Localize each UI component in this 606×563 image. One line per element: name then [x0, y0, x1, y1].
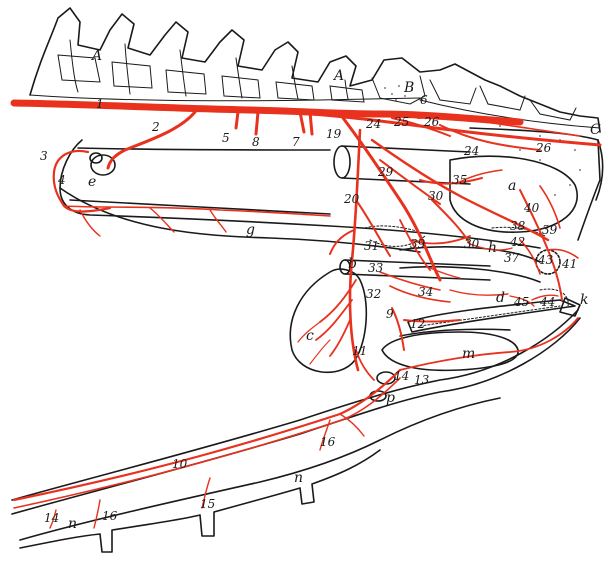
label-7: 7 [292, 135, 300, 149]
label-40: 40 [523, 201, 540, 215]
label-35: 35 [452, 173, 467, 187]
label-4: 4 [57, 173, 66, 187]
label-24b: 24 [463, 144, 479, 158]
label-B: B [403, 80, 414, 96]
label-26: 26 [423, 115, 440, 129]
label-20: 20 [343, 192, 360, 206]
label-C: C [590, 122, 601, 138]
label-26b: 26 [535, 141, 552, 155]
label-5: 5 [222, 131, 230, 145]
label-k: k [580, 292, 588, 308]
label-A-2: A [332, 68, 344, 84]
label-45: 45 [513, 295, 529, 309]
label-24: 24 [365, 117, 381, 131]
vertebral-column [30, 8, 600, 196]
label-A-1: A [90, 48, 102, 64]
label-12: 12 [410, 317, 425, 331]
label-30b: 30 [464, 237, 480, 251]
label-p: p [386, 390, 395, 406]
label-16b: 16 [102, 509, 118, 523]
label-1: 1 [96, 97, 104, 111]
label-6: 6 [420, 93, 428, 107]
label-a: a [508, 178, 516, 194]
label-9: 9 [386, 307, 394, 321]
label-e: e [88, 174, 96, 190]
label-30: 30 [428, 189, 444, 203]
label-10: 10 [172, 457, 188, 471]
label-37: 37 [504, 251, 520, 265]
label-29: 29 [377, 165, 394, 179]
label-c: c [306, 328, 314, 344]
label-38: 38 [510, 219, 526, 233]
label-34: 34 [418, 285, 433, 299]
label-d: d [496, 290, 505, 306]
label-25: 25 [393, 115, 409, 129]
label-g: g [246, 222, 255, 238]
label-13: 13 [414, 373, 430, 387]
label-41: 41 [561, 257, 577, 271]
label-16: 16 [320, 435, 336, 449]
label-15: 15 [200, 497, 215, 511]
label-19: 19 [326, 127, 342, 141]
label-31: 31 [364, 239, 379, 253]
label-h: h [488, 240, 497, 256]
label-39: 39 [542, 223, 558, 237]
label-14b: 14 [44, 511, 59, 525]
label-32: 32 [366, 287, 381, 301]
label-43: 43 [537, 253, 554, 267]
label-n-2: n [68, 516, 77, 532]
label-33: 33 [368, 261, 384, 275]
label-m: m [462, 346, 475, 362]
label-42: 42 [509, 235, 525, 249]
label-11: 11 [352, 344, 367, 358]
label-8: 8 [252, 135, 260, 149]
label-2: 2 [151, 120, 160, 134]
label-44: 44 [539, 295, 555, 309]
label-14: 14 [394, 369, 409, 383]
label-3: 3 [40, 149, 48, 163]
label-n-1: n [294, 470, 303, 486]
label-39b: 39 [410, 237, 426, 251]
label-b: b [348, 256, 357, 272]
